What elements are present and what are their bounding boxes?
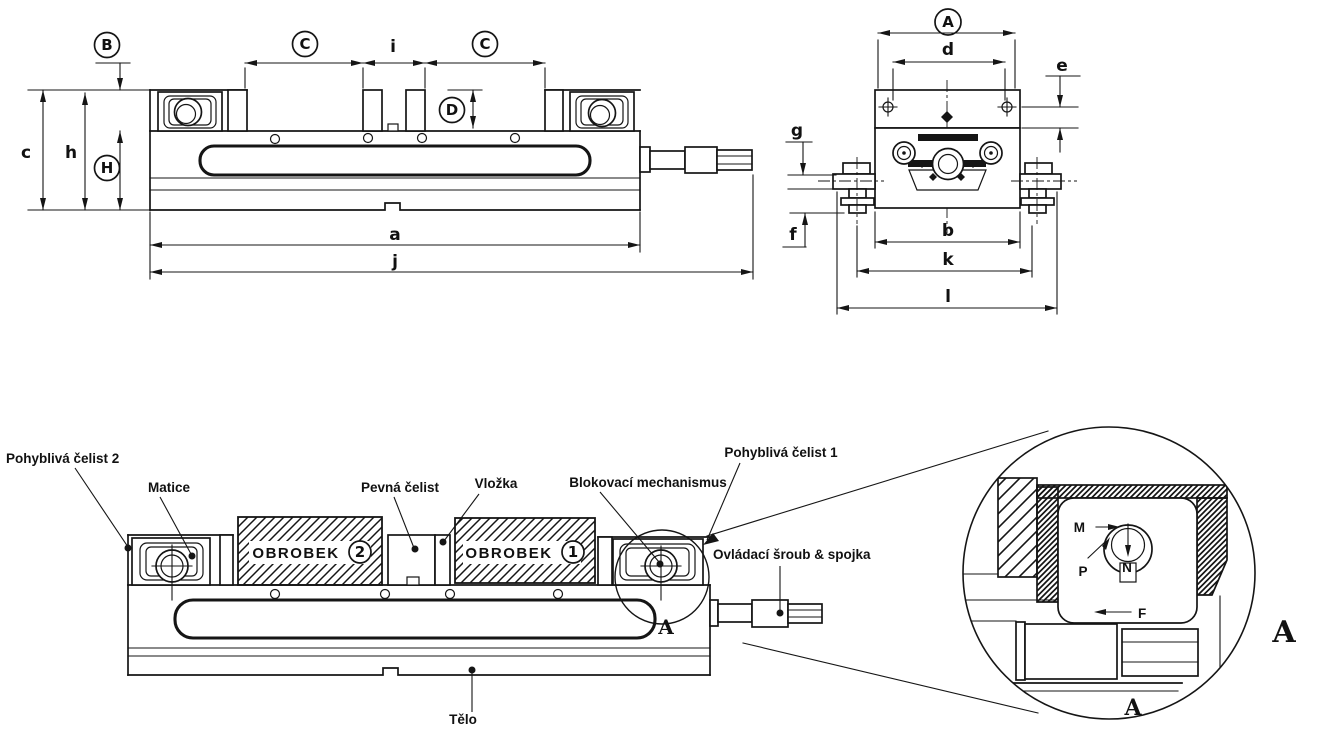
- label-p: P: [1078, 564, 1087, 579]
- dim-k: k: [942, 250, 954, 270]
- dim-b: b: [942, 221, 954, 241]
- label-insert: Vložka: [475, 476, 518, 491]
- dim-j: j: [391, 252, 398, 272]
- movable-jaw-2: [127, 534, 234, 601]
- label-locking-mechanism: Blokovací mechanismus: [569, 475, 727, 490]
- label-drive-screw: Ovládací šroub & spojka: [713, 547, 871, 562]
- section-label-big: A: [1271, 615, 1296, 650]
- dim-d: d: [942, 40, 954, 60]
- dim-c-left: C: [299, 35, 310, 53]
- dim-circle-b: B: [101, 36, 112, 54]
- label-nut: Matice: [148, 480, 191, 495]
- label-movable-jaw-2: Pohyblivá čelist 2: [6, 451, 119, 466]
- workpiece-2-label: OBROBEK: [252, 545, 339, 562]
- dim-l: l: [945, 287, 951, 307]
- dim-i: i: [390, 37, 396, 57]
- label-fixed-jaw: Pevná čelist: [361, 480, 440, 495]
- workpiece-1: OBROBEK 1: [454, 517, 596, 584]
- workpiece-1-label: OBROBEK: [465, 545, 552, 562]
- dim-circle-d: D: [446, 101, 458, 119]
- side-view: c h B H C i C D: [21, 30, 754, 280]
- dim-c-right: C: [479, 35, 490, 53]
- assembly-view: OBROBEK 2 OBROBEK 1: [6, 430, 1049, 727]
- detail-callout-circle: [614, 529, 710, 625]
- mount-hole-right: [997, 97, 1017, 117]
- label-n: N: [1122, 560, 1132, 575]
- end-view: A d e g f: [782, 8, 1081, 315]
- movable-jaw-1: [597, 536, 711, 601]
- label-movable-jaw-1: Pohyblivá čelist 1: [724, 445, 838, 460]
- dim-c: c: [21, 143, 31, 163]
- dim-h: h: [65, 143, 77, 163]
- mount-hole-left: [878, 97, 898, 117]
- leader-lines: [74, 462, 781, 712]
- workpiece-2: OBROBEK 2: [237, 516, 383, 586]
- fixed-jaw: [387, 534, 451, 586]
- dim-g: g: [791, 121, 803, 141]
- detail-callout-letter: A: [657, 615, 674, 639]
- workpiece-1-number: 1: [568, 543, 578, 561]
- label-m: M: [1074, 520, 1085, 535]
- dim-f: f: [789, 225, 797, 245]
- dim-circle-h: H: [101, 159, 114, 177]
- drive-screw: [709, 599, 823, 628]
- label-f-force: F: [1138, 606, 1146, 621]
- workpiece-2-number: 2: [355, 543, 365, 561]
- section-label-small: A: [1123, 695, 1142, 721]
- dim-a: a: [389, 225, 400, 245]
- dim-e: e: [1056, 56, 1068, 76]
- label-body: Tělo: [449, 712, 477, 727]
- detail-view: M N P F A A: [962, 426, 1296, 721]
- dim-circle-a: A: [942, 13, 954, 31]
